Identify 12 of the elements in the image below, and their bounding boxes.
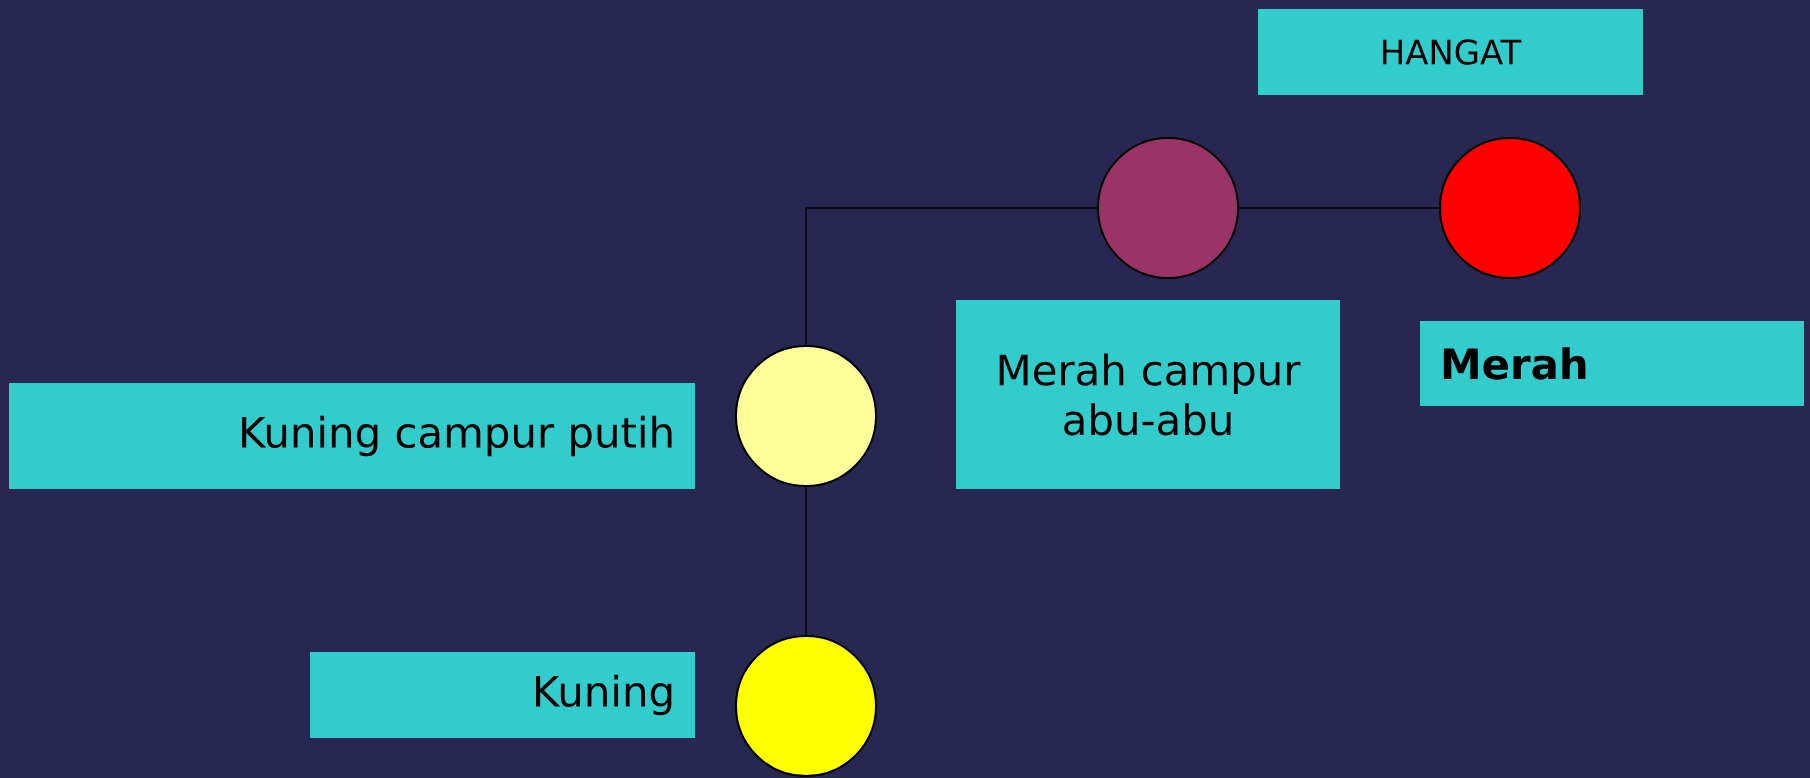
color-circle <box>1439 137 1581 279</box>
label-box: Merah <box>1420 321 1804 406</box>
label-box: HANGAT <box>1258 9 1643 95</box>
connector-line <box>805 207 1098 346</box>
connector-line <box>1238 207 1440 209</box>
label-box: Merah campur abu-abu <box>956 300 1340 489</box>
color-circle <box>1097 137 1239 279</box>
label-box: Kuning <box>310 652 695 738</box>
color-circle <box>735 635 877 777</box>
label-box: Kuning campur putih <box>9 383 695 489</box>
connector-line <box>805 486 807 636</box>
color-circle <box>735 345 877 487</box>
